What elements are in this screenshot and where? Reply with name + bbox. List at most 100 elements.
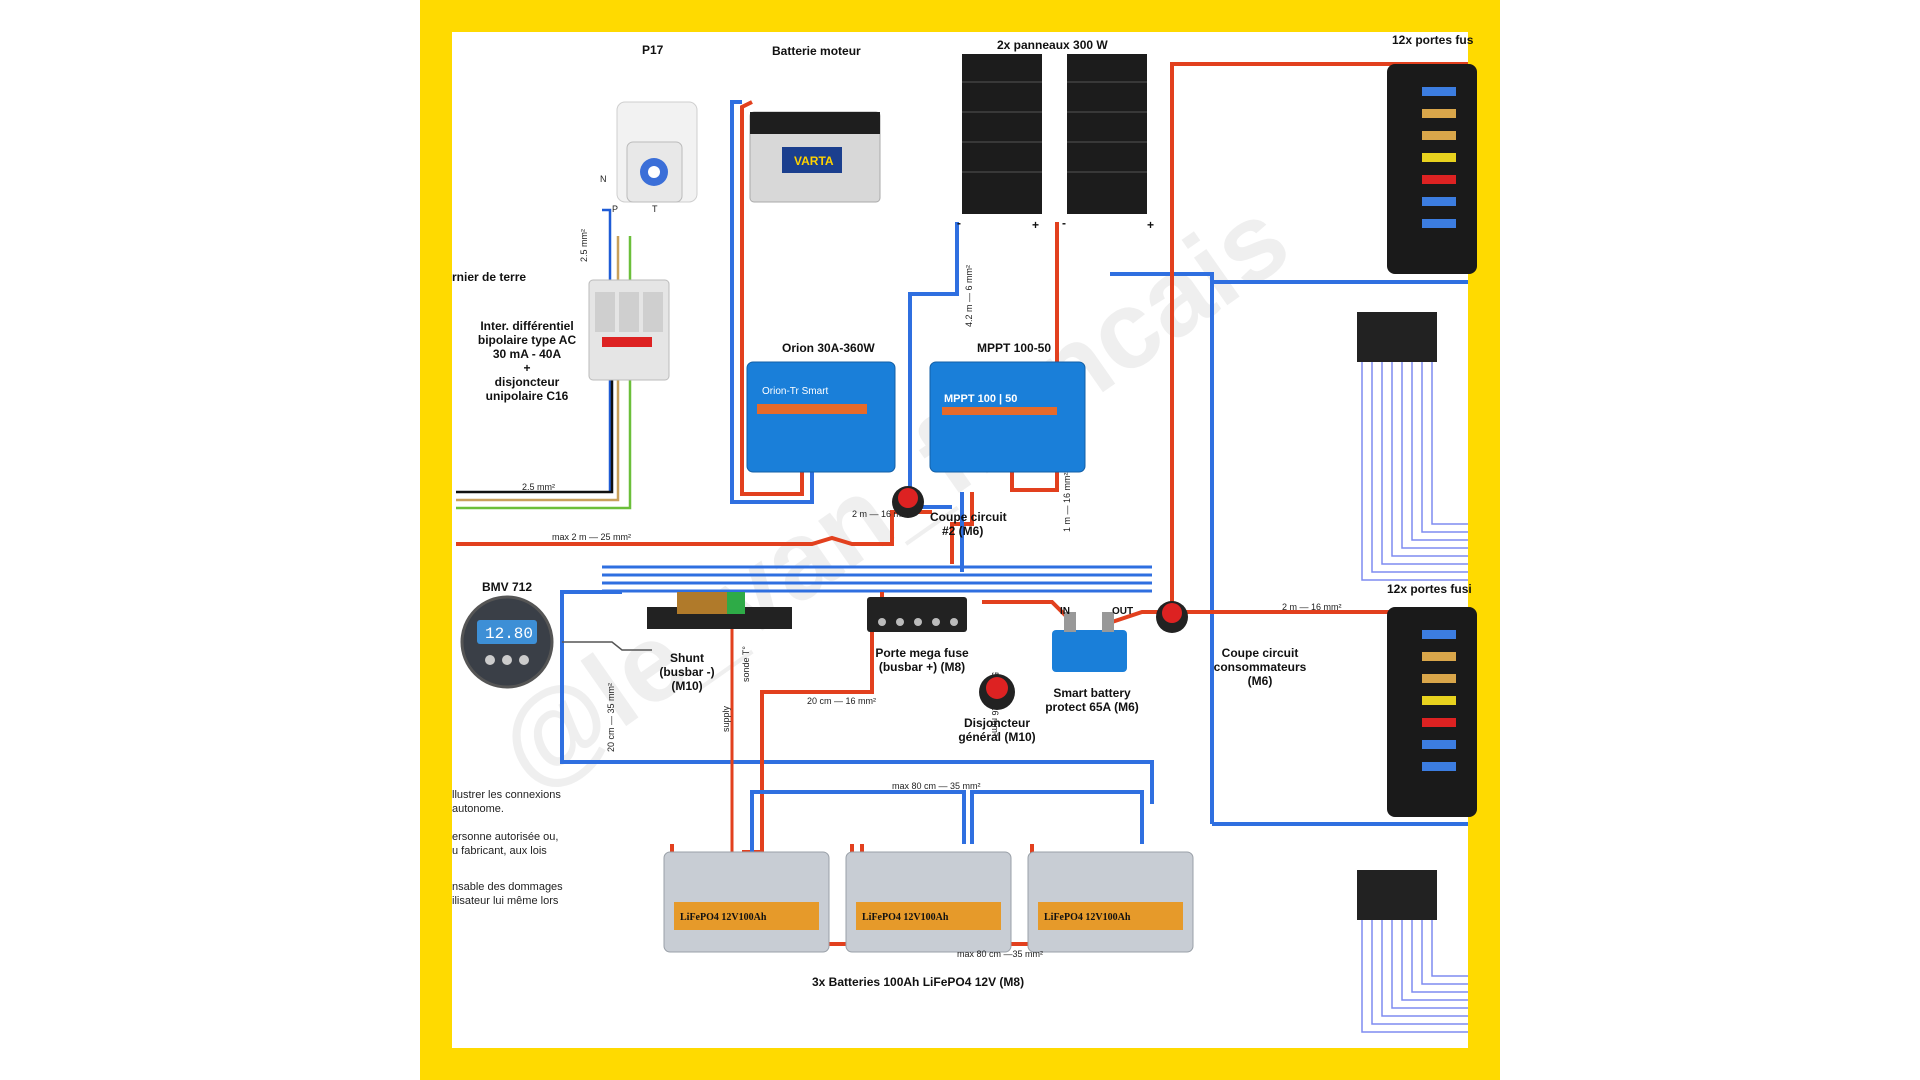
terminal-lugs-top-icon — [1357, 312, 1437, 362]
smart-battery-protect-icon — [1052, 612, 1127, 672]
wiring-diagram: @le_van_francais — [452, 32, 1477, 1048]
sbp-line1: Smart battery — [1053, 686, 1131, 700]
wire-label-2m-16: 2 m — 16 mm² — [852, 509, 912, 519]
wire-label-2m-16-right: 2 m — 16 mm² — [1282, 602, 1342, 612]
disjoncteur-label: Disjoncteur général (M10) — [958, 716, 1035, 744]
shunt-line3: (M10) — [671, 679, 702, 693]
bmv-label: BMV 712 — [482, 580, 532, 594]
watermark: @le_van_francais — [475, 176, 1310, 812]
wire-label-max80-bottom: max 80 cm —35 mm² — [957, 949, 1043, 959]
wire-neutral — [602, 208, 612, 492]
wire-bmv — [562, 641, 652, 651]
bmv-value: 12.80 — [485, 625, 533, 643]
mppt-label: MPPT 100-50 — [977, 341, 1051, 355]
solar1-minus: - — [957, 216, 961, 230]
solar-panels-icon — [962, 54, 1147, 214]
wire-solar-pos — [1010, 222, 1059, 492]
p17-label: P17 — [642, 43, 664, 57]
disclaimer-line1: llustrer les connexions — [452, 789, 561, 801]
wire-pos-disj — [742, 632, 874, 854]
fuse-box-bottom-icon — [1387, 607, 1477, 817]
solar-panels-label: 2x panneaux 300 W — [997, 38, 1108, 52]
wire-label-20-16: 20 cm — 16 mm² — [807, 696, 876, 706]
differential-breaker-icon — [588, 279, 670, 381]
fuse-box-bottom-label: 12x portes fusi — [1387, 582, 1472, 596]
disjoncteur-line1: Disjoncteur — [964, 716, 1030, 730]
sbp-label: Smart battery protect 65A (M6) — [1045, 686, 1139, 714]
orion-brand: Orion-Tr Smart — [762, 386, 829, 397]
wire-t-label: T — [652, 204, 658, 214]
wire-label-2-5-horiz: 2.5 mm² — [522, 482, 555, 492]
sbp-line2: protect 65A (M6) — [1045, 700, 1139, 714]
disclaimer-line2: autonome. — [452, 803, 504, 815]
inter-diff-line5: disjoncteur — [495, 375, 560, 389]
sbp-out-label: OUT — [1112, 606, 1133, 617]
shunt-line1: Shunt — [670, 651, 704, 665]
battery-1-icon: LiFePO4 12V100Ah — [663, 851, 830, 953]
shunt-icon — [647, 592, 792, 629]
fuse-box-top-icon — [1387, 64, 1477, 274]
orion-label: Orion 30A-360W — [782, 341, 875, 355]
shunt-line2: (busbar -) — [659, 665, 714, 679]
coupe-circuit-conso-icon — [1156, 601, 1188, 633]
disclaimer-line8: ilisateur lui même lors — [452, 895, 559, 907]
inter-diff-line4: + — [523, 361, 530, 375]
inter-diff-line3: 30 mA - 40A — [493, 347, 562, 361]
inter-diff-line6: unipolaire C16 — [486, 389, 569, 403]
batteries-label: 3x Batteries 100Ah LiFePO4 12V (M8) — [812, 975, 1024, 989]
varta-logo: VARTA — [794, 154, 834, 168]
mppt-controller-icon: MPPT 100 | 50 — [929, 361, 1086, 473]
disjoncteur-icon — [979, 674, 1015, 710]
wire-label-2-5-vert: 2.5 mm² — [579, 229, 589, 262]
disclaimer-text: llustrer les connexions autonome. ersonn… — [452, 789, 563, 907]
fuse-box-top-label: 12x portes fus — [1392, 33, 1474, 47]
diagram-svg: @le_van_francais — [452, 33, 1477, 1033]
mega-fuse-line2: (busbar +) (M8) — [879, 660, 965, 674]
wire-label-1m-16: 1 m — 16 mm² — [1062, 472, 1072, 532]
wire-neg-top — [1110, 272, 1214, 824]
disclaimer-line7: nsable des dommages — [452, 881, 563, 893]
mega-fuse-label: Porte mega fuse (busbar +) (M8) — [875, 646, 969, 674]
engine-battery-icon: VARTA — [749, 111, 881, 203]
battery-3-icon: LiFePO4 12V100Ah — [1027, 851, 1194, 953]
battery-1-model: LiFePO4 12V100Ah — [680, 912, 767, 923]
coupe-conso-line2: consommateurs — [1214, 660, 1307, 674]
engine-battery-label: Batterie moteur — [772, 44, 861, 58]
wire-engine-neg — [730, 100, 814, 504]
wire-bat-blue-top2 — [970, 790, 1144, 844]
disclaimer-line4: ersonne autorisée ou, — [452, 831, 558, 843]
coupe-circuit-2-icon — [892, 486, 924, 518]
inter-diff-line2: bipolaire type AC — [478, 333, 577, 347]
battery-2-model: LiFePO4 12V100Ah — [862, 912, 949, 923]
supply-label: supply — [721, 705, 731, 732]
coupe-circuit-2-line2: #2 (M6) — [942, 524, 983, 538]
coupe-conso-label: Coupe circuit consommateurs (M6) — [1214, 646, 1307, 688]
wire-sbp-in — [982, 600, 1074, 624]
wire-p-label: P — [612, 204, 618, 214]
wire-n-label: N — [600, 174, 607, 184]
wire-label-4-2: 4.2 m — 6 mm² — [964, 265, 974, 327]
disjoncteur-line2: général (M10) — [958, 730, 1035, 744]
coupe-conso-line3: (M6) — [1248, 674, 1273, 688]
wire-neg-main — [560, 590, 1154, 804]
wire-solar-neg — [908, 222, 959, 509]
inter-diff-line1: Inter. différentiel — [480, 319, 573, 333]
orion-charger-icon: Orion-Tr Smart — [746, 361, 896, 473]
piquet-terre-label: rnier de terre — [452, 270, 526, 284]
disclaimer-line5: u fabricant, aux lois — [452, 845, 547, 857]
shunt-label: Shunt (busbar -) (M10) — [659, 651, 714, 693]
battery-3-model: LiFePO4 12V100Ah — [1044, 912, 1131, 923]
wire-label-max2-25: max 2 m — 25 mm² — [552, 532, 631, 542]
bmv-712-icon: 12.80 — [460, 595, 554, 689]
wire-black — [456, 372, 614, 494]
sonde-label: sonde T° — [741, 646, 751, 682]
wire-engine-pos — [740, 100, 804, 496]
solar1-plus: + — [1032, 218, 1039, 232]
p17-socket-icon — [616, 101, 698, 203]
wire-label-max80-top: max 80 cm — 35 mm² — [892, 781, 981, 791]
mppt-brand: MPPT 100 | 50 — [944, 393, 1017, 405]
solar2-plus: + — [1147, 218, 1154, 232]
mega-fuse-busbar-icon — [867, 597, 967, 632]
battery-2-icon: LiFePO4 12V100Ah — [845, 851, 1012, 953]
wire-main-pos-left — [456, 510, 932, 546]
